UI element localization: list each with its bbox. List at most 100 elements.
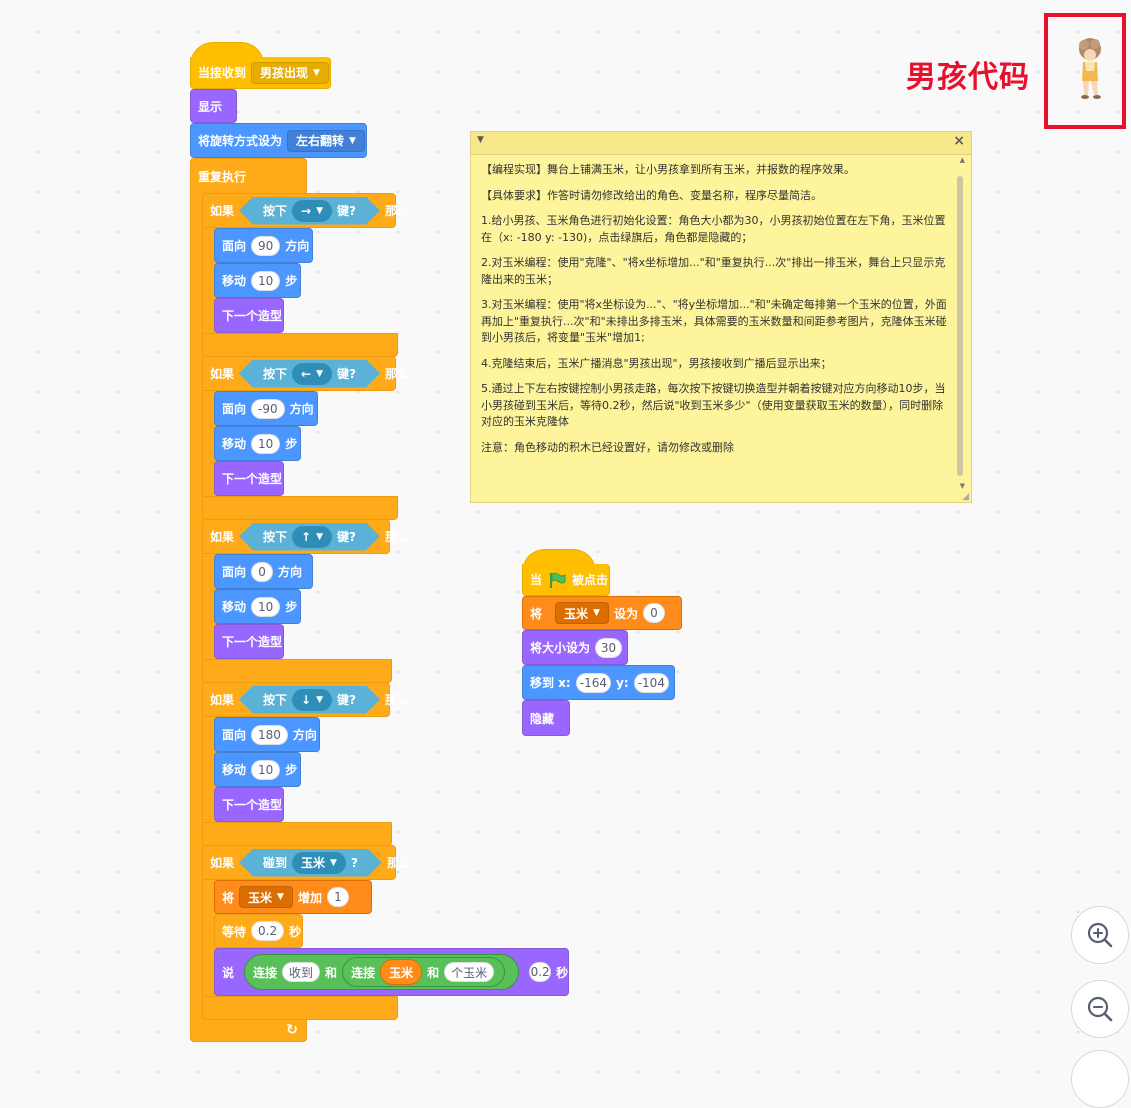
if-label: 如果	[210, 367, 235, 381]
next-costume-block[interactable]: 下一个造型	[214, 624, 284, 659]
close-icon[interactable]: ×	[953, 133, 965, 149]
y-input[interactable]: -104	[633, 672, 669, 693]
scroll-down-icon[interactable]: ▼	[959, 482, 965, 490]
if-bottom	[202, 496, 398, 520]
direction-input[interactable]: 0	[251, 561, 274, 582]
wait-seconds-input[interactable]: 0.2	[251, 921, 285, 941]
if-bottom	[202, 822, 392, 846]
zoom-out-button[interactable]	[1071, 980, 1129, 1038]
direction-input[interactable]: 180	[251, 724, 288, 745]
if-block-up[interactable]: 如果 按下 ↑▼ 键? 那么	[202, 519, 409, 554]
comment-paragraph: 2.对玉米编程：使用"克隆"、"将x坐标增加..."和"重复执行...次"排出一…	[481, 256, 946, 286]
chevron-down-icon: ▼	[313, 67, 320, 78]
next-costume-block[interactable]: 下一个造型	[214, 461, 284, 496]
join-text-input[interactable]: 收到	[282, 962, 321, 982]
boy-sprite-icon	[1070, 35, 1110, 107]
say-for-secs-block[interactable]: 说 连接 收到 和 连接 玉米 和 个玉米 0.2 秒	[214, 948, 569, 996]
steps-input[interactable]: 10	[251, 596, 281, 617]
set-rotation-style-block[interactable]: 将旋转方式设为 左右翻转▼	[190, 123, 367, 158]
join-operator[interactable]: 连接 收到 和 连接 玉米 和 个玉米	[244, 954, 520, 990]
chevron-down-icon: ▼	[277, 892, 284, 902]
steps-input[interactable]: 10	[251, 759, 281, 780]
direction-input[interactable]: -90	[251, 398, 285, 419]
change-amount-input[interactable]: 1	[326, 887, 349, 907]
collapse-arrow-icon[interactable]: ▼	[477, 135, 484, 145]
comment-paragraph: 4.克隆结束后，玉米广播消息"男孩出现"，男孩接收到广播后显示出来；	[481, 356, 832, 370]
when-i-receive-label: 当接收到	[198, 66, 247, 80]
wait-block[interactable]: 等待 0.2 秒	[214, 914, 303, 948]
variable-dropdown[interactable]: 玉米▼	[239, 886, 293, 908]
if-block-left[interactable]: 如果 按下 ←▼ 键? 那么	[202, 356, 409, 391]
key-pressed-condition[interactable]: 按下 ↑▼ 键?	[239, 523, 380, 551]
comment-paragraph: 注意：角色移动的积木已经设置好，请勿修改或删除	[481, 440, 734, 454]
key-pressed-condition[interactable]: 按下 ←▼ 键?	[239, 360, 380, 388]
key-dropdown[interactable]: ↓▼	[292, 689, 332, 711]
then-label: 那么	[384, 693, 409, 707]
chevron-down-icon: ▼	[316, 694, 324, 705]
key-pressed-condition[interactable]: 按下 ↓▼ 键?	[239, 686, 380, 714]
next-costume-block[interactable]: 下一个造型	[214, 787, 284, 822]
set-value-input[interactable]: 0	[642, 603, 665, 623]
if-touching-block[interactable]: 如果 碰到 玉米▼ ? 那么	[202, 845, 411, 880]
scroll-up-icon[interactable]: ▲	[959, 156, 965, 164]
steps-input[interactable]: 10	[251, 433, 281, 454]
key-dropdown[interactable]: →▼	[292, 200, 332, 222]
corn-variable-reporter[interactable]: 玉米	[380, 959, 423, 985]
if-block-right[interactable]: 如果 按下 →▼ 键? 那么	[202, 193, 409, 228]
chevron-down-icon: ▼	[349, 135, 356, 146]
if-bottom	[202, 659, 392, 683]
comment-text[interactable]: 【编程实现】舞台上铺满玉米，让小男孩拿到所有玉米，并报数的程序效果。 【具体要求…	[481, 162, 949, 494]
touching-condition[interactable]: 碰到 玉米▼ ?	[239, 849, 382, 877]
key-dropdown[interactable]: ←▼	[292, 363, 332, 385]
message-dropdown[interactable]: 男孩出现▼	[251, 61, 329, 84]
if-block-down[interactable]: 如果 按下 ↓▼ 键? 那么	[202, 682, 409, 717]
touching-dropdown[interactable]: 玉米▼	[292, 852, 346, 874]
forever-block[interactable]: 重复执行	[190, 158, 307, 193]
comment-paragraph: 3.对玉米编程：使用"将x坐标设为..."、"将y坐标增加..."和"未确定每排…	[481, 298, 947, 344]
set-size-block[interactable]: 将大小设为 30	[522, 630, 628, 665]
hide-block[interactable]: 隐藏	[522, 700, 570, 736]
chevron-down-icon: ▼	[593, 608, 600, 618]
if-bottom	[202, 996, 398, 1020]
set-variable-block[interactable]: 将 玉米▼ 设为 0	[522, 596, 682, 630]
steps-input[interactable]: 10	[251, 270, 281, 291]
key-dropdown[interactable]: ↑▼	[292, 526, 332, 548]
next-costume-block[interactable]: 下一个造型	[214, 298, 284, 333]
when-i-receive-block[interactable]: 当接收到 男孩出现▼	[190, 57, 331, 89]
x-input[interactable]: -164	[575, 672, 612, 693]
join-operator-inner[interactable]: 连接 玉米 和 个玉米	[342, 957, 506, 987]
if-label: 如果	[210, 693, 235, 707]
comment-paragraph: 【具体要求】作答时请勿修改给出的角色、变量名称，程序尽量简洁。	[481, 188, 822, 202]
go-to-xy-block[interactable]: 移到 x: -164 y: -104	[522, 665, 675, 700]
rotation-label: 将旋转方式设为	[198, 134, 283, 148]
chevron-down-icon: ▼	[316, 205, 324, 216]
zoom-in-button[interactable]	[1071, 906, 1129, 964]
direction-input[interactable]: 90	[251, 235, 281, 256]
size-input[interactable]: 30	[595, 637, 622, 658]
key-pressed-condition[interactable]: 按下 →▼ 键?	[239, 197, 380, 225]
comment-scrollbar[interactable]	[957, 176, 963, 476]
if-label: 如果	[210, 204, 235, 218]
comment-note[interactable]: ▼ × 【编程实现】舞台上铺满玉米，让小男孩拿到所有玉米，并报数的程序效果。 【…	[470, 131, 972, 503]
comment-paragraph: 【编程实现】舞台上铺满玉米，让小男孩拿到所有玉米，并报数的程序效果。	[481, 163, 855, 176]
comment-header[interactable]: ▼ ×	[471, 132, 971, 155]
chevron-down-icon: ▼	[316, 531, 324, 542]
variable-dropdown[interactable]: 玉米▼	[555, 602, 609, 624]
say-seconds-input[interactable]: 0.2	[529, 962, 552, 982]
join-text-input[interactable]: 个玉米	[444, 962, 495, 982]
then-label: 那么	[384, 367, 409, 381]
show-block[interactable]: 显示	[190, 89, 237, 123]
when-flag-clicked-block[interactable]: 当 被点击	[522, 564, 610, 596]
resize-handle-icon[interactable]: ◢	[962, 492, 969, 502]
zoom-reset-button[interactable]	[1071, 1050, 1129, 1108]
rotation-dropdown[interactable]: 左右翻转▼	[287, 129, 365, 152]
change-variable-block[interactable]: 将 玉米▼ 增加 1	[214, 880, 372, 914]
